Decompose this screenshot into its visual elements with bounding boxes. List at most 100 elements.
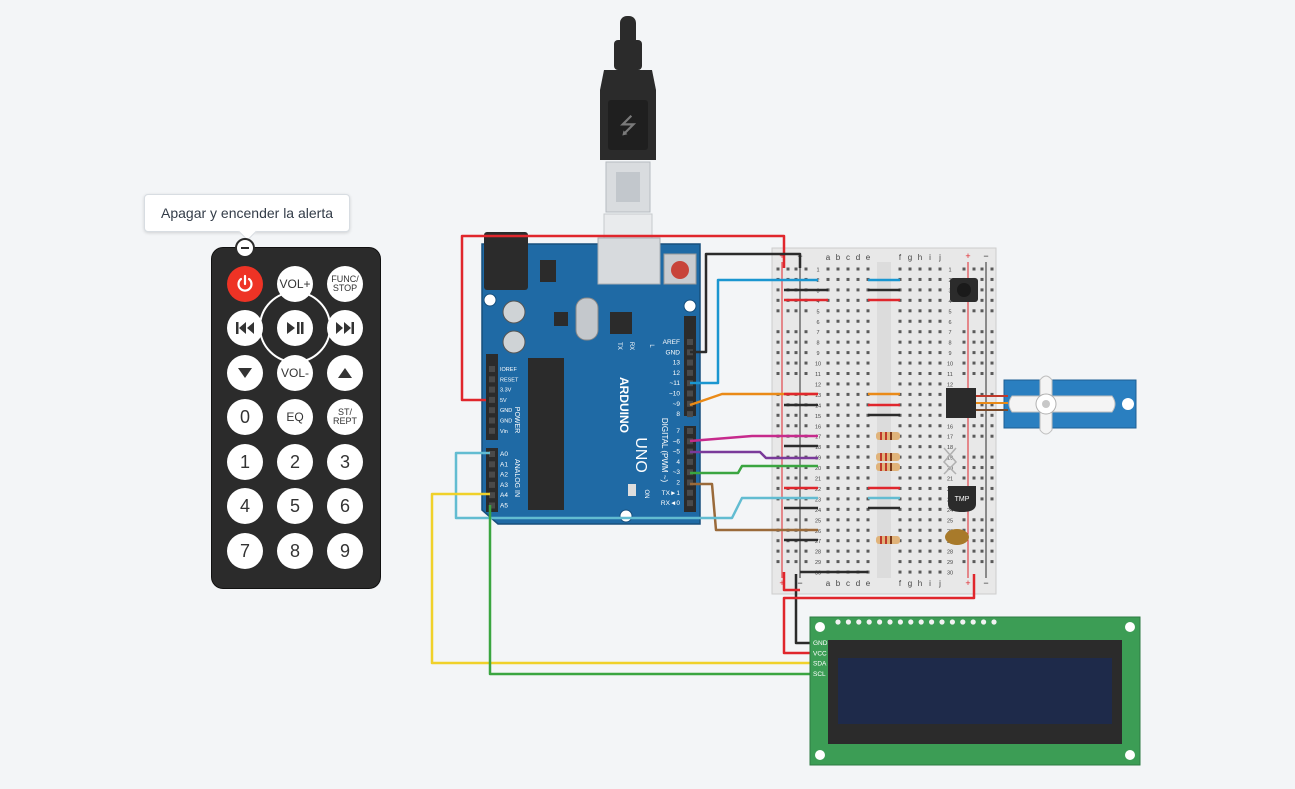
- breadboard-hole: [856, 372, 860, 375]
- up-button[interactable]: [327, 355, 363, 391]
- wire-pin5-purple: [690, 450, 818, 460]
- rail-hole: [962, 424, 966, 428]
- row-number: 28: [947, 550, 953, 556]
- breadboard-hole: [856, 497, 860, 501]
- breadboard-hole: [846, 518, 850, 522]
- breadboard-hole: [866, 372, 870, 375]
- remote-button-7[interactable]: 7: [227, 533, 263, 569]
- st-rept-button[interactable]: ST/ REPT: [327, 399, 363, 435]
- usb-cable[interactable]: ⭍: [600, 16, 656, 245]
- wire-gnd-black: [690, 252, 802, 354]
- breadboard-hole: [846, 424, 850, 428]
- rail-hole: [990, 497, 994, 501]
- vol-up-button[interactable]: VOL+: [277, 266, 313, 302]
- breadboard-hole: [846, 319, 850, 323]
- breadboard-hole: [908, 309, 912, 313]
- rail-hole: [990, 549, 994, 553]
- rail-hole: [980, 486, 984, 490]
- breadboard-hole: [928, 570, 932, 574]
- lcd-screen: [838, 658, 1112, 724]
- pin-socket: [687, 438, 693, 445]
- play-pause-button[interactable]: [277, 310, 313, 346]
- rail-hole: [990, 528, 994, 532]
- prev-button[interactable]: [227, 310, 263, 346]
- rail-hole: [972, 528, 976, 532]
- down-button[interactable]: [227, 355, 263, 391]
- servo-motor[interactable]: [976, 375, 1137, 435]
- rail-hole: [794, 330, 798, 334]
- column-letter: h: [918, 253, 922, 262]
- row-number: 4: [948, 299, 951, 305]
- power-pin-label: GND: [500, 419, 512, 425]
- breadboard-hole: [908, 476, 912, 480]
- vol-down-button[interactable]: VOL-: [277, 355, 313, 391]
- pin-socket: [489, 396, 495, 403]
- breadboard-hole: [898, 507, 902, 511]
- remote-button-2[interactable]: 2: [277, 444, 313, 480]
- func-stop-button[interactable]: FUNC/ STOP: [327, 266, 363, 302]
- row-number: 10: [947, 362, 953, 368]
- pin-socket: [489, 502, 495, 509]
- reset-button: [671, 261, 689, 279]
- remote-button-1[interactable]: 1: [227, 444, 263, 480]
- next-button[interactable]: [327, 310, 363, 346]
- pin-socket: [489, 366, 495, 372]
- breadboard-components[interactable]: TMP: [876, 278, 978, 545]
- row-number: 9: [816, 351, 819, 357]
- rail-hole: [962, 351, 966, 355]
- remote-button-5[interactable]: 5: [277, 488, 313, 524]
- eq-button[interactable]: EQ: [277, 399, 313, 435]
- breadboard-hole: [918, 392, 922, 396]
- digital-pin-label: ~5: [673, 449, 681, 456]
- breadboard-hole: [938, 298, 942, 302]
- rail-hole: [776, 298, 780, 302]
- rail-hole: [776, 372, 780, 375]
- rail-hole: [786, 267, 790, 271]
- digital-pin-label: 7: [676, 428, 680, 435]
- rail-hole: [786, 549, 790, 553]
- breadboard-hole: [938, 277, 942, 281]
- rail-hole: [776, 424, 780, 428]
- breadboard-hole: [928, 403, 932, 407]
- remote-button-4[interactable]: 4: [227, 488, 263, 524]
- rail-hole: [962, 455, 966, 459]
- pin-socket: [489, 492, 495, 499]
- remove-icon[interactable]: [235, 238, 255, 258]
- power-pin-label: 5V: [500, 398, 507, 404]
- remote-button-6[interactable]: 6: [327, 488, 363, 524]
- rail-hole: [962, 330, 966, 334]
- breadboard-hole: [938, 330, 942, 334]
- remote-button-3[interactable]: 3: [327, 444, 363, 480]
- rail-sign: +: [965, 578, 970, 588]
- rail-hole: [786, 330, 790, 334]
- breadboard-hole: [826, 507, 830, 511]
- breadboard-hole: [866, 539, 870, 543]
- rail-hole: [980, 528, 984, 532]
- rail-hole: [980, 403, 984, 407]
- rail-sign: −: [983, 578, 988, 588]
- rail-hole: [776, 476, 780, 480]
- remote-button-0[interactable]: 0: [227, 399, 263, 435]
- rail-hole: [980, 340, 984, 344]
- column-letter: g: [908, 253, 912, 262]
- breadboard-hole: [846, 298, 850, 302]
- analog-pin-label: A2: [500, 472, 508, 479]
- remote-button-9[interactable]: 9: [327, 533, 363, 569]
- breadboard-hole: [856, 560, 860, 564]
- breadboard-hole: [928, 330, 932, 334]
- wires[interactable]: [430, 234, 976, 676]
- power-button[interactable]: [227, 266, 263, 302]
- breadboard-hole: [928, 486, 932, 490]
- remote-button-8[interactable]: 8: [277, 533, 313, 569]
- row-number: 17: [815, 435, 821, 441]
- rail-hole: [980, 497, 984, 501]
- power-pin-label: GND: [500, 408, 512, 414]
- pin-socket: [489, 471, 495, 478]
- digital-pin-label: 4: [676, 459, 680, 466]
- rail-hole: [962, 476, 966, 480]
